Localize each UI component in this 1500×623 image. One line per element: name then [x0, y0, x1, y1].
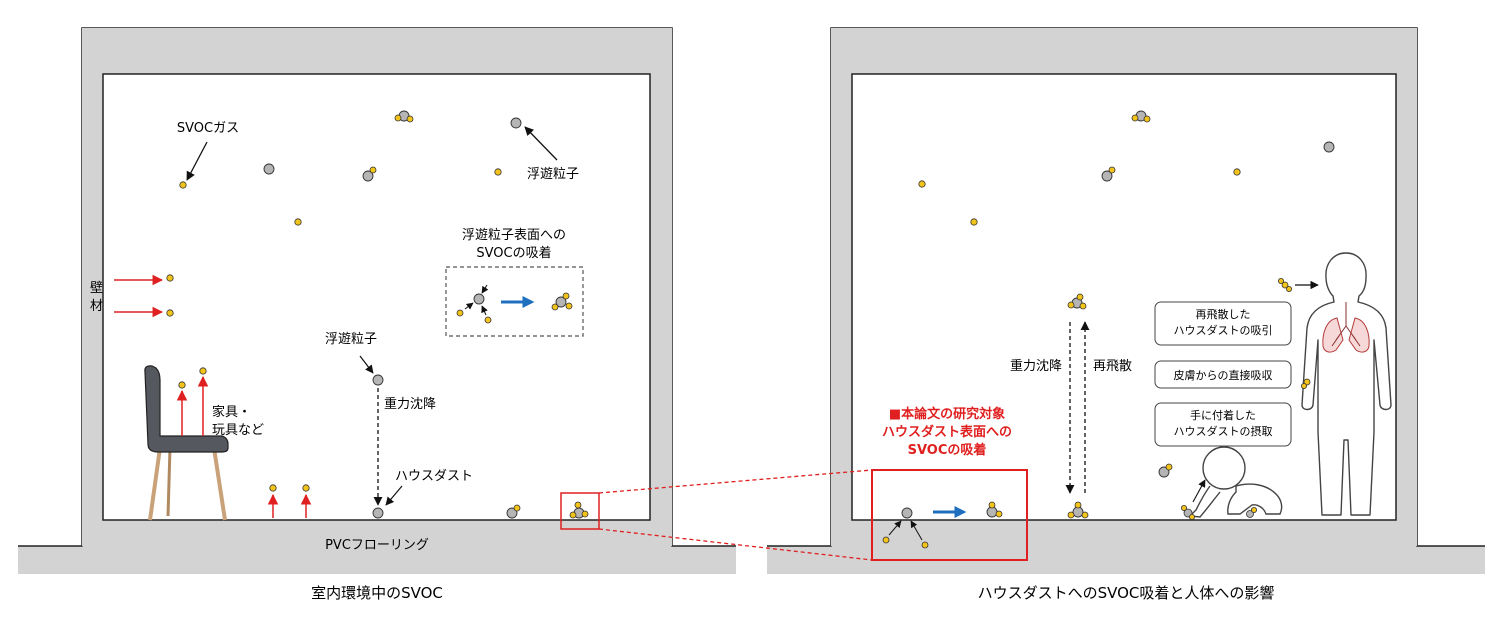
route-inhalation-line2: ハウスダストの吸引: [1174, 323, 1273, 337]
furniture-label-2: 玩具など: [212, 423, 264, 438]
wall-label-2: 材: [90, 299, 103, 314]
svoc-gas-arrow: [186, 141, 208, 181]
adsorption-box: [445, 266, 584, 337]
right-room: [767, 27, 1485, 574]
zoom-connector-bottom: [598, 528, 873, 561]
route-ingestion-line1: 手に付着した: [1190, 408, 1256, 422]
adsorption-label-2: SVOCの吸着: [476, 245, 551, 261]
left-airborne-molecules: [179, 110, 522, 226]
zoom-connector-top: [598, 469, 873, 494]
floating-particle: [263, 163, 275, 175]
route-box-inhalation: [1154, 301, 1292, 346]
route-ingestion-line2: ハウスダストの摂取: [1174, 424, 1273, 438]
skin-dust: [1301, 378, 1311, 389]
right-room-interior: [851, 73, 1397, 521]
hand-to-mouth-arrow: [1192, 479, 1206, 503]
floor-dust-cluster: [506, 504, 521, 519]
route-dermal: 皮膚からの直接吸収: [1174, 368, 1273, 382]
settling-label-right: 重力沈降: [1010, 358, 1062, 374]
research-target-label-2: ハウスダスト表面への: [882, 424, 1012, 440]
floating-particle-label-top: 浮遊粒子: [527, 167, 579, 182]
resuspension-label: 再飛散: [1093, 359, 1132, 374]
right-airborne-molecules: [918, 110, 1335, 478]
particle-cluster: [362, 166, 377, 182]
research-target-label-3: SVOCの吸着: [908, 442, 987, 458]
floating-particle: [510, 117, 522, 129]
svoc-molecule: [494, 168, 502, 176]
resuspension-column: [1065, 293, 1090, 519]
svoc-gas-label: SVOCガス: [177, 121, 239, 136]
zoom-target-box: [871, 469, 1028, 561]
wall-label-1: 壁: [90, 281, 103, 296]
settling-label-left: 重力沈降: [384, 396, 436, 412]
right-caption: ハウスダストへのSVOC吸着と人体への影響: [978, 584, 1275, 602]
zoomed-adsorption: [882, 501, 1003, 549]
svoc-molecule: [166, 274, 174, 282]
inhaled-dust: [1278, 277, 1293, 292]
route-inhalation-line1: 再飛散した: [1196, 307, 1251, 321]
svoc-molecule: [302, 484, 310, 492]
research-target-label-1: ■本論文の研究対象: [889, 406, 1005, 422]
left-caption: 室内環境中のSVOC: [311, 584, 443, 602]
left-ground-band: [18, 546, 736, 574]
floating-particle-arrow-top: [524, 126, 558, 161]
svoc-molecule: [199, 367, 207, 375]
particle-cluster: [394, 110, 414, 123]
route-box-dermal: [1154, 360, 1292, 389]
exposure-routes: 再飛散した ハウスダストの吸引 皮膚からの直接吸収 手に付着した ハウスダストの…: [1154, 301, 1292, 447]
settling-particle: [372, 374, 384, 386]
adult-human-icon: [1301, 252, 1392, 516]
svoc-molecule: [294, 218, 302, 226]
floating-particle-label-mid: 浮遊粒子: [325, 332, 377, 347]
svoc-molecule: [179, 181, 187, 189]
baby-icon: [1188, 446, 1283, 518]
house-dust: [372, 507, 384, 519]
floating-particle-arrow-mid: [359, 355, 374, 374]
baby-floor-dust: [1181, 504, 1258, 521]
route-box-ingestion: [1154, 402, 1292, 447]
chair-icon: [144, 365, 229, 521]
adsorption-label-1: 浮遊粒子表面への: [462, 228, 566, 243]
left-room: [18, 27, 736, 574]
svoc-molecule: [178, 381, 186, 389]
zoom-source-box: [560, 492, 600, 530]
floor-label: PVCフローリング: [325, 538, 429, 553]
furniture-label-1: 家具・: [212, 404, 251, 420]
svoc-molecule: [269, 484, 277, 492]
svoc-molecule: [166, 309, 174, 317]
adsorption-inset: 浮遊粒子表面への SVOCの吸着: [445, 228, 584, 337]
floor-dust-cluster-highlighted: [569, 501, 589, 519]
housedust-arrow: [385, 485, 403, 506]
housedust-label: ハウスダスト: [395, 469, 473, 484]
